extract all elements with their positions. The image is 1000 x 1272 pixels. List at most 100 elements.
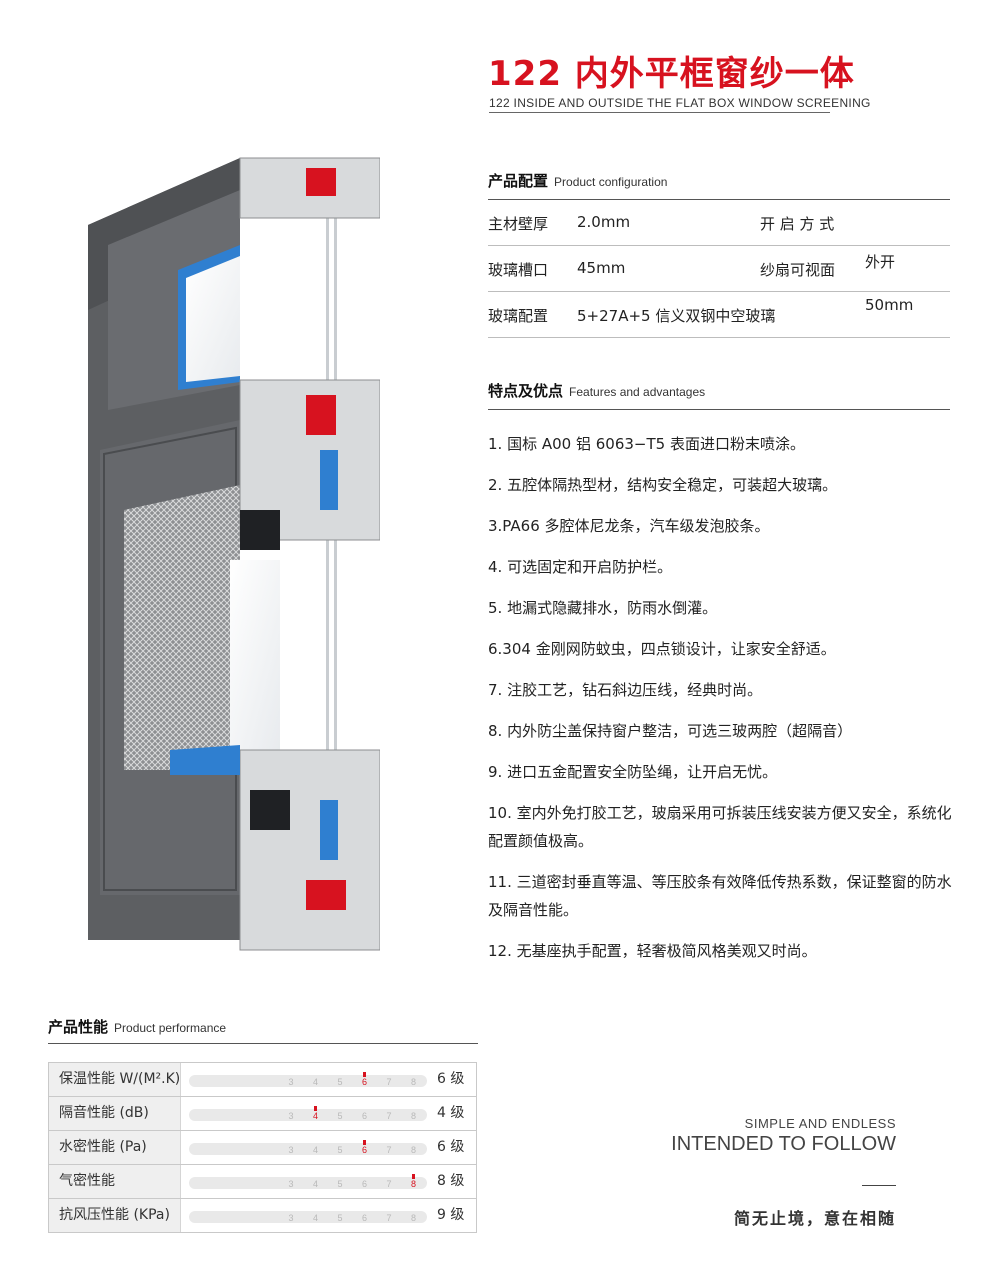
slogan-line-1: SIMPLE AND ENDLESS — [744, 1116, 896, 1131]
performance-heading-en: Product performance — [114, 1021, 227, 1035]
feature-item: 5. 地漏式隐藏排水，防雨水倒灌。 — [488, 599, 718, 617]
scale-tick-label: 3 — [288, 1145, 293, 1155]
scale-tick-label: 6 — [362, 1213, 367, 1223]
scale-tick-label: 8 — [411, 1213, 416, 1223]
feature-item: 10. 室内外免打胶工艺，玻扇采用可拆装压线安装方便又安全，系统化配置颜值极高。 — [488, 804, 952, 850]
scale-tick-label: 8 — [411, 1145, 416, 1155]
performance-label: 水密性能 (Pa) — [49, 1131, 181, 1164]
config-label-opening: 开 启 方 式 — [760, 215, 835, 233]
config-divider-bottom — [488, 337, 950, 338]
performance-scale-svg: 345678910 — [189, 1140, 427, 1155]
scale-tick-label: 7 — [386, 1111, 391, 1121]
scale-tick-label: 5 — [337, 1213, 342, 1223]
scale-tick-label: 6 — [362, 1111, 367, 1121]
feature-item: 9. 进口五金配置安全防坠绳，让开启无忧。 — [488, 763, 778, 781]
performance-scale-svg: 345678910 — [189, 1174, 427, 1189]
scale-level-marker — [412, 1174, 415, 1179]
config-label-glass-slot: 玻璃槽口 — [488, 261, 549, 279]
feature-item: 4. 可选固定和开启防护栏。 — [488, 558, 673, 576]
scale-tick-label: 4 — [313, 1145, 318, 1155]
config-heading-cn: 产品配置 — [488, 172, 549, 190]
performance-row: 保温性能 W/(M².K) 345678910 6 级 — [48, 1062, 477, 1097]
scale-tick-label: 7 — [386, 1145, 391, 1155]
config-heading: 产品配置 Product configuration — [488, 170, 667, 191]
performance-heading: 产品性能 Product performance — [48, 1016, 226, 1037]
slogan-divider — [862, 1185, 896, 1186]
scale-tick-label: 6 — [362, 1077, 367, 1087]
scale-tick-label: 5 — [337, 1179, 342, 1189]
slogan-line-3: 简无止境，意在相随 — [733, 1209, 896, 1228]
scale-track — [189, 1211, 427, 1223]
performance-label: 保温性能 W/(M².K) — [49, 1063, 181, 1096]
performance-scale: 345678910 — [189, 1174, 476, 1190]
config-label-glass: 玻璃配置 — [488, 307, 549, 325]
config-row-divider — [488, 291, 950, 292]
config-value-wall: 2.0mm — [577, 213, 631, 231]
performance-scale: 345678910 — [189, 1208, 476, 1224]
scale-tick-label: 4 — [313, 1179, 318, 1189]
performance-heading-cn: 产品性能 — [48, 1018, 109, 1036]
scale-level-marker — [363, 1072, 366, 1077]
scale-tick-label: 8 — [411, 1179, 416, 1189]
page-title: 122 内外平框窗纱一体 — [488, 54, 855, 94]
config-value-screen: 50mm — [865, 296, 914, 314]
scale-tick-label: 8 — [411, 1077, 416, 1087]
config-label-screen: 纱扇可视面 — [760, 261, 836, 279]
feature-item: 12. 无基座执手配置，轻奢极简风格美观又时尚。 — [488, 942, 817, 960]
scale-tick-label: 3 — [288, 1179, 293, 1189]
performance-grade: 8 级 — [437, 1173, 465, 1189]
performance-grade: 6 级 — [437, 1071, 465, 1087]
config-value-glass: 5+27A+5 信义双钢中空玻璃 — [577, 307, 776, 325]
performance-scale: 345678910 — [189, 1072, 476, 1088]
scale-tick-label: 6 — [362, 1179, 367, 1189]
scale-tick-label: 3 — [288, 1213, 293, 1223]
performance-grade: 6 级 — [437, 1139, 465, 1155]
scale-tick-label: 3 — [288, 1077, 293, 1087]
performance-row: 气密性能 345678910 8 级 — [48, 1165, 477, 1199]
performance-scale-svg: 345678910 — [189, 1106, 427, 1121]
feature-item: 1. 国标 A00 铝 6063−T5 表面进口粉末喷涂。 — [488, 435, 805, 453]
scale-tick-label: 3 — [288, 1111, 293, 1121]
scale-track — [189, 1143, 427, 1155]
performance-row: 抗风压性能 (KPa) 345678910 9 级 — [48, 1199, 477, 1233]
performance-row: 隔音性能 (dB) 345678910 4 级 — [48, 1097, 477, 1131]
performance-scale-svg: 345678910 — [189, 1211, 427, 1223]
slogan-line-2: INTENDED TO FOLLOW — [671, 1133, 896, 1155]
performance-row: 水密性能 (Pa) 345678910 6 级 — [48, 1131, 477, 1165]
scale-tick-label: 4 — [313, 1077, 318, 1087]
performance-table: 保温性能 W/(M².K) 345678910 6 级 隔音性能 (dB) 34… — [48, 1062, 477, 1233]
scale-tick-label: 4 — [313, 1111, 318, 1121]
performance-scale: 345678910 — [189, 1106, 476, 1122]
scale-tick-label: 7 — [386, 1213, 391, 1223]
config-value-glass-slot: 45mm — [577, 259, 626, 277]
config-heading-en: Product configuration — [554, 175, 668, 189]
window-profile-illustration — [80, 150, 381, 980]
config-row-divider — [488, 245, 836, 246]
scale-level-marker — [363, 1140, 366, 1145]
features-heading-cn: 特点及优点 — [488, 382, 564, 400]
performance-grade: 4 级 — [437, 1105, 465, 1121]
performance-grade: 9 级 — [437, 1207, 465, 1223]
scale-track — [189, 1177, 427, 1189]
performance-label: 隔音性能 (dB) — [49, 1097, 181, 1130]
scale-level-marker — [314, 1106, 317, 1111]
scale-tick-label: 5 — [337, 1077, 342, 1087]
config-divider-top — [488, 199, 950, 200]
feature-item: 8. 内外防尘盖保持窗户整洁，可选三玻两腔（超隔音） — [488, 722, 853, 740]
config-value-opening: 外开 — [865, 253, 896, 271]
feature-item: 11. 三道密封垂直等温、等压胶条有效降低传热系数，保证整窗的防水及隔音性能。 — [488, 873, 952, 919]
performance-divider — [48, 1043, 478, 1044]
scale-tick-label: 5 — [337, 1111, 342, 1121]
scale-tick-label: 8 — [411, 1111, 416, 1121]
feature-item: 7. 注胶工艺，钻石斜边压线，经典时尚。 — [488, 681, 763, 699]
scale-tick-label: 7 — [386, 1179, 391, 1189]
config-label-wall: 主材壁厚 — [488, 215, 549, 233]
feature-item: 6.304 金刚网防蚊虫，四点锁设计，让家安全舒适。 — [488, 640, 836, 658]
performance-scale-svg: 345678910 — [189, 1072, 427, 1087]
scale-tick-label: 4 — [313, 1213, 318, 1223]
subtitle-divider — [489, 112, 830, 113]
scale-tick-label: 7 — [386, 1077, 391, 1087]
config-row-divider — [836, 245, 950, 246]
scale-tick-label: 5 — [337, 1145, 342, 1155]
